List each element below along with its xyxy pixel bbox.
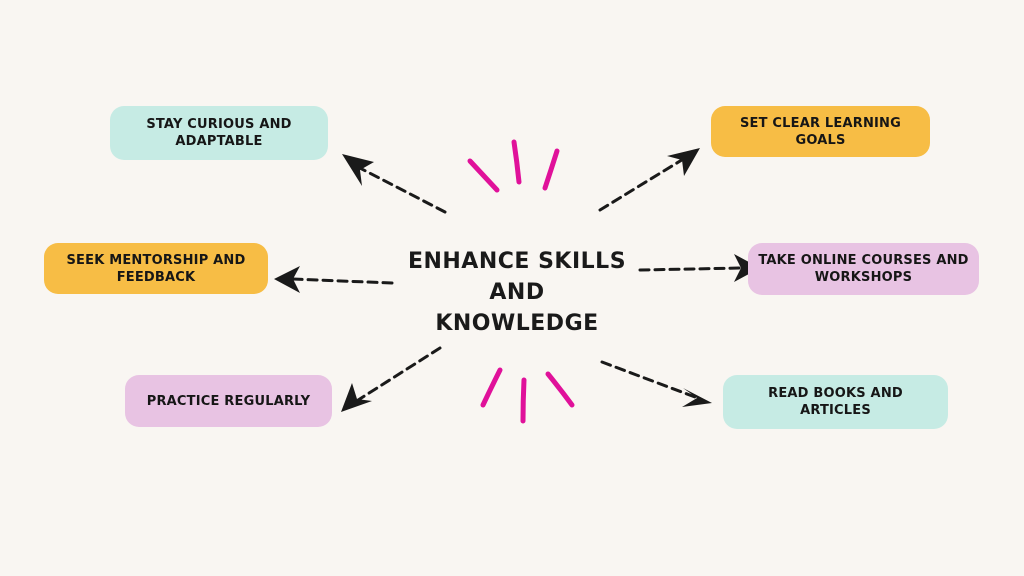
arrowhead-books — [682, 388, 712, 407]
accent-stroke-top-mid — [511, 139, 522, 185]
node-online-courses: TAKE ONLINE COURSES AND WORKSHOPS — [748, 243, 979, 295]
arrowhead-practice — [341, 383, 372, 412]
node-set-goals-label: SET CLEAR LEARNING GOALS — [739, 115, 902, 148]
accent-stroke-top-left — [467, 158, 500, 193]
central-topic: ENHANCE SKILLS AND KNOWLEDGE — [392, 246, 642, 339]
arrowhead-courses — [734, 254, 760, 282]
arrowhead-curious — [342, 154, 374, 186]
arrowhead-mentor — [274, 266, 300, 293]
arrow-to-books — [600, 360, 697, 399]
arrow-to-curious — [354, 164, 447, 214]
node-stay-curious: STAY CURIOUS AND ADAPTABLE — [110, 106, 328, 160]
node-read-books-label: READ BOOKS AND ARTICLES — [768, 386, 903, 418]
node-set-goals: SET CLEAR LEARNING GOALS — [711, 106, 930, 157]
node-seek-mentorship: SEEK MENTORSHIP AND FEEDBACK — [44, 243, 268, 294]
accent-stroke-top-right — [542, 148, 560, 191]
central-topic-line-2: KNOWLEDGE — [435, 311, 599, 336]
node-read-books: READ BOOKS AND ARTICLES — [723, 375, 948, 429]
node-seek-mentorship-label: SEEK MENTORSHIP AND FEEDBACK — [66, 252, 246, 285]
accent-stroke-bottom-left — [480, 367, 503, 408]
node-practice-regularly: PRACTICE REGULARLY — [125, 375, 332, 427]
arrowhead-goals — [667, 148, 700, 176]
node-practice-regularly-label: PRACTICE REGULARLY — [146, 393, 311, 409]
node-online-courses-label: TAKE ONLINE COURSES AND WORKSHOPS — [758, 253, 969, 285]
arrow-to-courses — [638, 266, 744, 272]
arrow-to-goals — [598, 156, 687, 212]
arrow-to-mentor — [290, 277, 394, 285]
arrow-to-practice — [353, 346, 442, 404]
accent-stroke-bottom-mid — [520, 377, 527, 424]
node-stay-curious-label: STAY CURIOUS AND ADAPTABLE — [146, 117, 292, 149]
central-topic-line-1: ENHANCE SKILLS AND — [407, 249, 627, 305]
accent-stroke-bottom-right — [545, 371, 575, 408]
